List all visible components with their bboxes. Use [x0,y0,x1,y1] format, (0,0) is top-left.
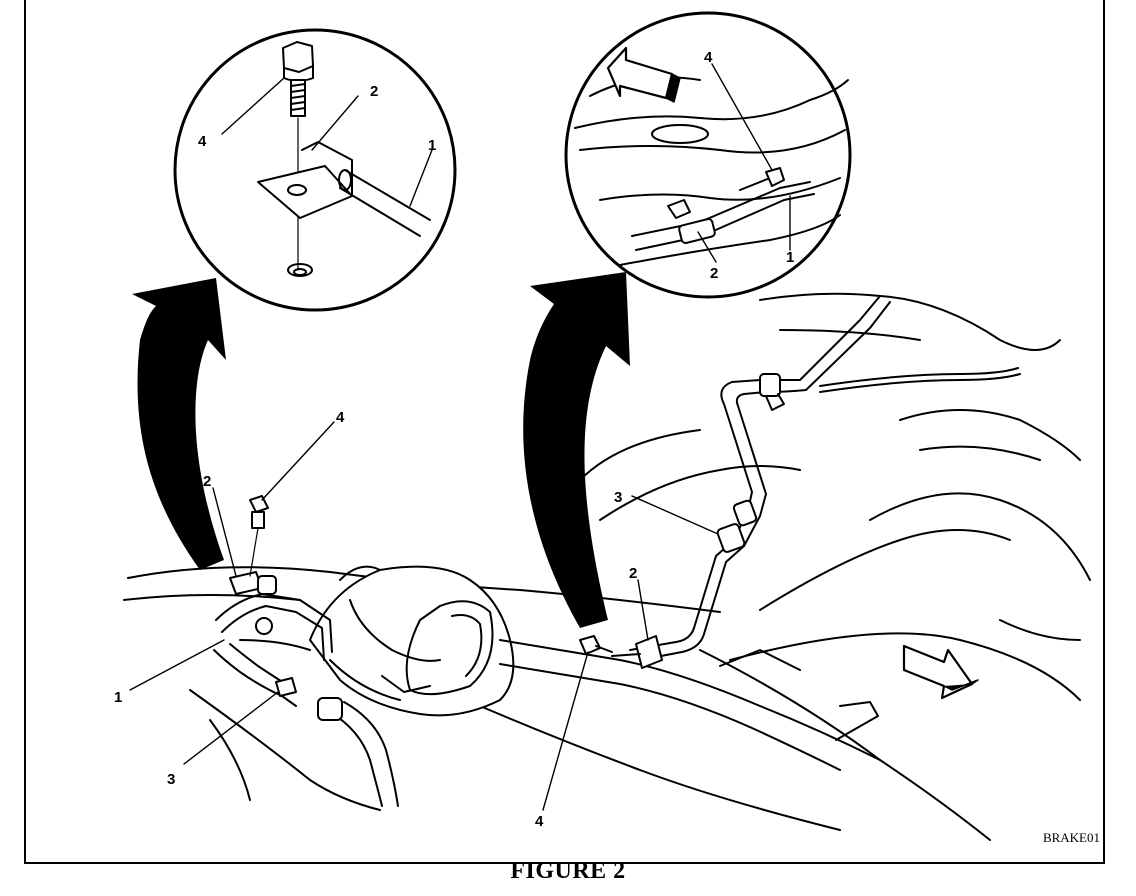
direction-arrow-icon [902,644,979,700]
figure-caption: FIGURE 2 [510,858,626,884]
axle-assembly [123,292,1091,841]
callout-clip-main-right: 2 [629,565,637,582]
curved-arrow-icon [132,278,226,570]
callout-clip-right-inset: 2 [710,265,718,282]
callout-clip-left-inset: 2 [370,83,378,100]
bolt-icon [249,495,269,529]
direction-arrow-icon [606,46,681,103]
callout-pipe-main-left: 1 [114,689,122,706]
callout-bolt-right-inset: 4 [704,49,713,66]
callout-bolt-left-inset: 4 [198,133,207,150]
figure-code: BRAKE01 [1042,830,1100,845]
callout-bolt-main-right: 4 [535,813,544,830]
callout-fitting-main-right: 3 [614,489,622,506]
bolt-icon [579,635,613,655]
inset-right [564,11,852,299]
figure-frame [24,0,1105,864]
inset-left [173,28,457,312]
callout-pipe-right-inset: 1 [786,249,794,266]
curved-arrow-icon [523,272,630,628]
callout-pipe-left-inset: 1 [428,137,436,154]
callout-fitting-main-left: 3 [167,771,175,788]
callout-bolt-main-left: 4 [336,409,345,426]
bolt-icon [282,41,314,117]
callout-clip-main-left: 2 [203,473,211,490]
